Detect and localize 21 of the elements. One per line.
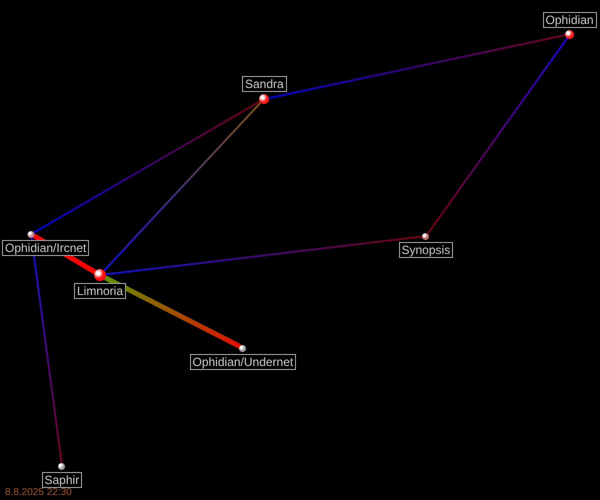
network-node (242, 76, 287, 104)
connection-line (34, 100, 260, 234)
connection-line (268, 34, 566, 99)
node-label: Saphir (42, 472, 82, 488)
network-node (74, 269, 126, 299)
connection-line (104, 276, 242, 349)
connection-line (106, 235, 423, 276)
node-label: Ophidian (542, 12, 597, 28)
network-node (42, 462, 82, 488)
network-node (542, 12, 597, 38)
network-node (190, 344, 296, 370)
node-label: Ophidian/Ircnet (2, 240, 90, 256)
node-label: Sandra (242, 76, 287, 92)
connection-line (103, 102, 262, 272)
node-label: Ophidian/Undernet (190, 354, 296, 370)
network-node (398, 232, 454, 258)
timestamp-text: 8.8.2025 22:30 (5, 487, 72, 499)
network-node (2, 230, 90, 256)
node-label: Limnoria (74, 283, 126, 299)
connection-line (427, 37, 568, 234)
node-label: Synopsis (398, 242, 454, 258)
